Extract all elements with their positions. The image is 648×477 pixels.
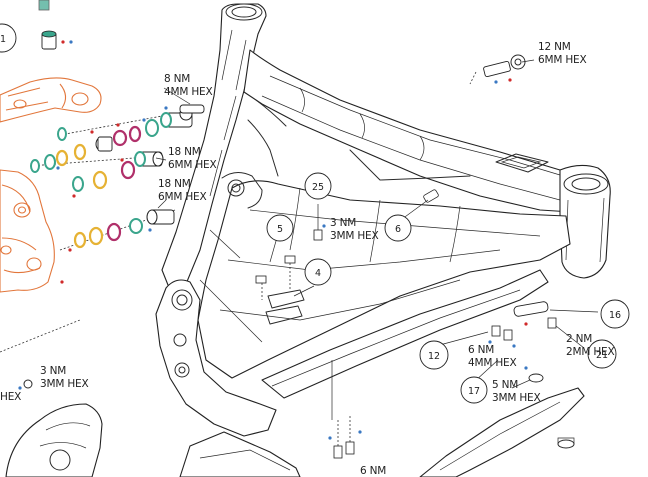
callout-12: 12 xyxy=(419,340,449,370)
pivot-hardware-row-1 xyxy=(57,104,206,161)
torque-12nm-tool: 6MM HEX xyxy=(538,54,586,66)
torque-label-6nm-bottom: 6 NM xyxy=(360,465,386,477)
left-chain-guide xyxy=(0,319,103,477)
callout-25: 25 xyxy=(304,172,332,200)
callout-25-label: 25 xyxy=(312,182,324,193)
torque-label-8nm: 8 NM 4MM HEX xyxy=(164,73,213,98)
torque-18nm-b-tool: 6MM HEX xyxy=(158,191,206,203)
torque-label-18nm-a: 18 NM 6MM HEX xyxy=(168,146,217,171)
torque-label-18nm-b: 18 NM 6MM HEX xyxy=(158,178,207,203)
torque-18nm-a-value: 18 NM xyxy=(168,146,201,158)
callout-5: 5 xyxy=(266,214,294,242)
left-hex-fragment: HEX xyxy=(0,391,21,403)
torque-label-left-fragment: HEX xyxy=(0,391,21,403)
torque-6nm-mid-value: 6 NM xyxy=(468,344,494,356)
torque-2nm-tool: 2MM HEX xyxy=(566,346,614,358)
torque-label-3nm-left: 3 NM 3MM HEX xyxy=(40,365,89,390)
callout-16: 16 xyxy=(600,299,630,329)
callout-12-label: 12 xyxy=(428,351,440,362)
torque-3nm-left-value: 3 NM xyxy=(40,365,66,377)
callout-6-label: 6 xyxy=(395,224,401,235)
callout-21: 21 xyxy=(587,339,617,369)
torque-label-3nm-top: 3 NM 3MM HEX xyxy=(330,217,379,242)
pivot-hardware-row-2 xyxy=(29,149,164,198)
main-frame xyxy=(155,3,611,477)
callout-21-label: 21 xyxy=(596,350,608,361)
leader-lines xyxy=(155,59,599,420)
callout-4: 4 xyxy=(304,258,332,286)
callout-16-label: 16 xyxy=(609,310,621,321)
torque-3nm-top-value: 3 NM xyxy=(330,217,356,229)
torque-12nm-value: 12 NM xyxy=(538,41,571,53)
torque-8nm-tool: 4MM HEX xyxy=(164,86,212,98)
callout-4-label: 4 xyxy=(315,268,321,279)
torque-5nm-tool: 3MM HEX xyxy=(492,392,540,404)
callout-5-label: 5 xyxy=(277,224,283,235)
callout-1: 1 xyxy=(0,23,17,53)
torque-3nm-top-tool: 3MM HEX xyxy=(330,230,378,242)
callout-17-label: 17 xyxy=(468,386,480,397)
orange-rocker-link xyxy=(0,77,102,123)
torque-18nm-a-tool: 6MM HEX xyxy=(168,159,216,171)
orange-dropout xyxy=(0,169,55,293)
callout-1-label: 1 xyxy=(0,34,6,45)
torque-6nm-bottom-value: 6 NM xyxy=(360,465,386,477)
torque-3nm-left-tool: 3MM HEX xyxy=(40,378,88,390)
callout-6: 6 xyxy=(384,214,412,242)
callout-17: 17 xyxy=(460,376,488,404)
torque-label-6nm-mid: 6 NM 4MM HEX xyxy=(468,344,517,369)
torque-label-12nm: 12 NM 6MM HEX xyxy=(538,41,587,66)
pivot-hardware-row-3 xyxy=(59,209,176,284)
torque-5nm-value: 5 NM xyxy=(492,379,518,391)
top-left-bushing xyxy=(38,0,73,50)
torque-label-5nm: 5 NM 3MM HEX xyxy=(492,379,541,404)
torque-label-2nm: 2 NM 2MM HEX xyxy=(566,333,615,358)
torque-18nm-b-value: 18 NM xyxy=(158,178,191,190)
torque-8nm-value: 8 NM xyxy=(164,73,190,85)
torque-6nm-mid-tool: 4MM HEX xyxy=(468,357,516,369)
torque-2nm-value: 2 NM xyxy=(566,333,592,345)
